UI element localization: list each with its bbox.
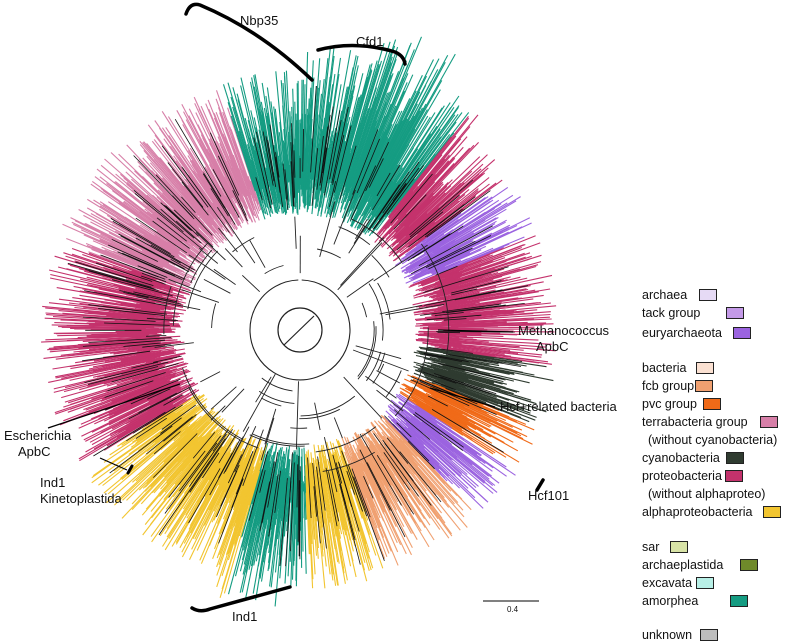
legend-swatch [670,541,688,553]
legend-item: euryarchaeota [642,326,722,340]
legend-label: excavata [642,576,692,590]
legend-label: euryarchaeota [642,326,722,340]
internal-branch [250,240,266,268]
internal-branch [204,279,231,293]
legend-label: proteobacteria [642,469,722,483]
legend-label: archaea [642,288,687,302]
ind1-kineto-label-line1: Ind1 [40,475,65,490]
legend-swatch [740,559,758,571]
legend-label: (without cyanobacteria) [648,433,777,447]
circular-tree [41,37,556,607]
legend-swatch [725,470,743,482]
legend-item: (without alphaproteo) [648,487,765,501]
legend-label: unknown [642,628,692,642]
legend-swatch [726,307,744,319]
legend-item: archaea [642,288,687,302]
internal-branch [365,376,396,398]
scale-bar-label: 0.4 [507,605,519,614]
scale-bar: 0.4 [483,601,539,614]
legend-swatch [726,452,744,464]
legend-item: alphaproteobacteria [642,505,753,519]
legend-item: sar [642,540,659,554]
methanococcus-label-line2: ApbC [536,339,569,354]
legend-label: alphaproteobacteria [642,505,753,519]
internal-branch [265,409,276,444]
legend-item: bacteria [642,361,686,375]
methanococcus-label-line1: Methanococcus [518,323,610,338]
legend-label: archaeplastida [642,558,723,572]
internal-branch [242,275,259,291]
legend-item: tack group [642,306,700,320]
legend-label: fcb group [642,379,694,393]
internal-branch [338,243,382,290]
ind1-label: Ind1 [232,609,257,624]
legend-label: amorphea [642,594,698,608]
internal-branch [256,377,272,402]
legend-swatch [696,577,714,589]
nbp35-label: Nbp35 [240,13,278,28]
hcf-related-label: Hcf+related bacteria [500,399,617,414]
legend-label: pvc group [642,397,697,411]
legend-item: amorphea [642,594,698,608]
internal-branch [334,418,342,439]
internal-branch [295,217,296,249]
legend-swatch [733,327,751,339]
legend-item: fcb group [642,379,694,393]
legend-item: excavata [642,576,692,590]
legend-swatch [760,416,778,428]
legend-item: cyanobacteria [642,451,720,465]
legend-label: terrabacteria group [642,415,748,429]
legend-label: (without alphaproteo) [648,487,765,501]
legend-label: bacteria [642,361,686,375]
legend-swatch [695,380,713,392]
internal-branch [222,389,244,413]
internal-branch [347,279,374,298]
internal-branch [211,387,236,410]
internal-arc [261,398,281,406]
legend-item: (without cyanobacteria) [648,433,777,447]
legend-item: terrabacteria group [642,415,748,429]
internal-branch [214,269,236,284]
legend-label: tack group [642,306,700,320]
legend-swatch [703,398,721,410]
legend-item: proteobacteria [642,469,722,483]
legend-swatch [699,289,717,301]
hcf101-label: Hcf101 [528,488,569,503]
internal-arc [372,255,389,277]
internal-arc [212,304,216,329]
internal-arc [301,396,355,416]
legend-item: pvc group [642,397,697,411]
internal-branch [200,372,220,382]
legend-item: unknown [642,628,692,642]
legend-swatch [763,506,781,518]
ind1-kineto-label-line2: Kinetoplastida [40,491,122,506]
legend-swatch [700,629,718,641]
internal-arc [362,303,367,317]
legend-item: archaeplastida [642,558,723,572]
escherichia-label-line2: ApbC [18,444,51,459]
legend-swatch [730,595,748,607]
internal-branch [296,381,298,449]
root-branch [284,316,314,345]
internal-arc [265,266,284,274]
cfd1-label: Cfd1 [356,34,383,49]
legend-label: sar [642,540,659,554]
leaf-branch [70,329,176,330]
internal-branch [356,346,401,359]
legend-swatch [696,362,714,374]
internal-branch [377,371,400,383]
escherichia-label-line1: Escherichia [4,428,72,443]
legend-label: cyanobacteria [642,451,720,465]
